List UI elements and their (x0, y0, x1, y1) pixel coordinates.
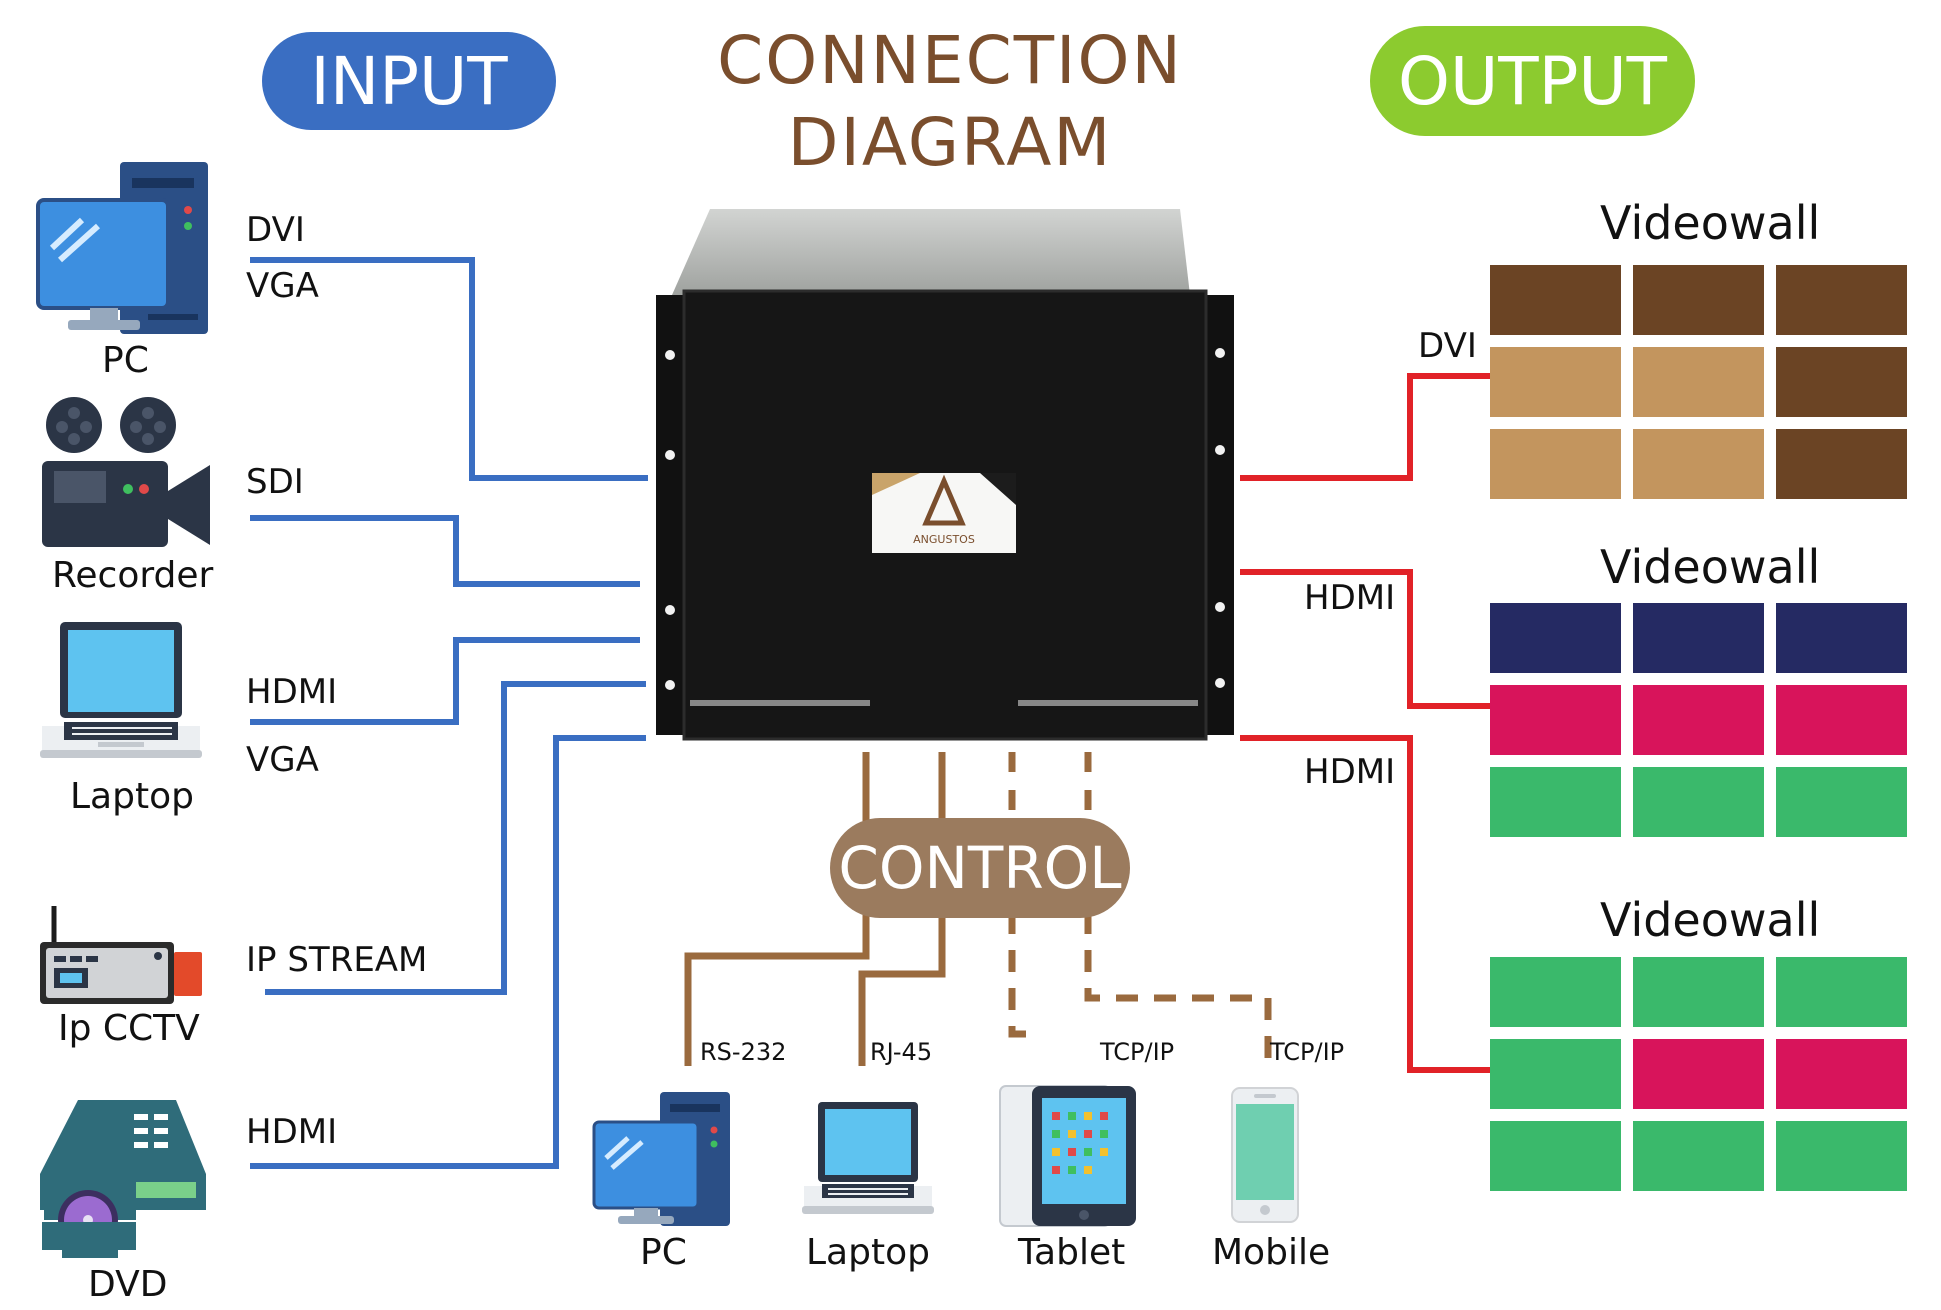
video-wall-processor: ANGUSTOS (656, 209, 1234, 741)
control-laptop-icon (802, 1102, 934, 1214)
processor-rack-holes (665, 348, 1225, 690)
control-label: CONTROL (838, 834, 1122, 902)
control-device-pc: PC (640, 1232, 687, 1273)
diagram-title-line1: CONNECTION (717, 22, 1183, 99)
control-protocol-laptop: RJ-45 (870, 1038, 933, 1066)
input-line-recorder (250, 515, 640, 587)
control-line-tablet (1008, 912, 1034, 1038)
input-device-laptop: Laptop (70, 776, 194, 817)
videowall-screen (1490, 603, 1621, 673)
input-connector-laptop-2: VGA (246, 740, 319, 780)
videowall-screen (1633, 1121, 1764, 1191)
output-pill: OUTPUT (1370, 26, 1695, 136)
processor-top-panel (672, 209, 1190, 295)
videowall-screen (1776, 1121, 1907, 1191)
videowall-screen (1776, 347, 1907, 417)
videowall-screen (1633, 957, 1764, 1027)
videowall-1 (1490, 265, 1907, 499)
control-pc-icon (592, 1092, 730, 1226)
control-device-tablet: Tablet (1018, 1232, 1126, 1273)
videowall-screen (1490, 429, 1621, 499)
videowall-screen (1776, 685, 1907, 755)
input-line-ipcctv (265, 681, 646, 995)
input-pill: INPUT (262, 32, 556, 130)
output-connector-3: HDMI (1304, 752, 1396, 792)
output-lines (1240, 373, 1490, 1073)
input-line-laptop (250, 637, 640, 725)
input-connector-laptop-1: HDMI (246, 672, 338, 712)
processor-vent-right (1018, 700, 1198, 706)
videowall-screen (1490, 685, 1621, 755)
videowall-3-title: Videowall (1600, 893, 1821, 947)
input-connector-recorder: SDI (246, 462, 304, 502)
videowall-screen (1776, 265, 1907, 335)
videowall-screen (1776, 603, 1907, 673)
input-line-pc (250, 257, 648, 481)
input-device-recorder: Recorder (52, 555, 214, 596)
input-label: INPUT (310, 42, 508, 120)
input-connector-ip-cctv: IP STREAM (246, 940, 428, 980)
control-tablet-icon (999, 1085, 1136, 1227)
input-device-ip-cctv: Ip CCTV (58, 1008, 200, 1049)
videowall-screen (1776, 957, 1907, 1027)
control-protocol-tablet: TCP/IP (1100, 1038, 1175, 1066)
control-pill: CONTROL (830, 818, 1130, 918)
input-lines (250, 257, 648, 1169)
processor-logo-text: ANGUSTOS (913, 533, 975, 546)
input-line-dvd (250, 735, 646, 1169)
input-connector-pc-1: DVI (246, 210, 305, 250)
input-laptop-icon (40, 622, 202, 758)
output-connector-2: HDMI (1304, 578, 1396, 618)
control-line-laptop (858, 912, 946, 1066)
control-mobile-phone-icon (1231, 1087, 1299, 1223)
videowall-screen (1490, 957, 1621, 1027)
control-line-pc (684, 912, 870, 1066)
videowall-screen (1633, 265, 1764, 335)
videowall-screen (1776, 429, 1907, 499)
input-device-dvd: DVD (88, 1264, 168, 1305)
input-dvd-player-icon (40, 1100, 206, 1258)
control-device-laptop: Laptop (806, 1232, 930, 1273)
videowall-screen (1633, 603, 1764, 673)
input-recorder-icon (42, 397, 210, 547)
processor-logo: ANGUSTOS (872, 473, 1016, 553)
output-line-2 (1240, 569, 1490, 709)
output-line-1 (1240, 373, 1490, 481)
videowall-screen (1633, 767, 1764, 837)
videowall-screen (1633, 429, 1764, 499)
videowall-screen (1633, 347, 1764, 417)
input-pc-icon (36, 162, 208, 334)
videowall-screen (1776, 767, 1907, 837)
videowall-screen (1490, 1121, 1621, 1191)
tablet-app-grid (1052, 1112, 1108, 1174)
control-protocol-pc: RS-232 (700, 1038, 787, 1066)
diagram-title-line2: DIAGRAM (787, 104, 1113, 181)
videowall-screen (1633, 685, 1764, 755)
videowall-3 (1490, 957, 1907, 1191)
processor-vent-left (690, 700, 870, 706)
control-line-mobile (1084, 912, 1272, 1066)
videowall-1-title: Videowall (1600, 196, 1821, 250)
output-line-3 (1240, 735, 1490, 1073)
videowall-screen (1776, 1039, 1907, 1109)
control-device-mobile: Mobile (1212, 1232, 1331, 1273)
videowall-2 (1490, 603, 1907, 837)
output-label: OUTPUT (1398, 42, 1667, 120)
input-connector-pc-2: VGA (246, 266, 319, 306)
diagram-title: CONNECTION DIAGRAM (640, 20, 1260, 184)
videowall-screen (1633, 1039, 1764, 1109)
videowall-screen (1490, 767, 1621, 837)
input-device-pc: PC (102, 340, 149, 381)
control-lines (684, 752, 1272, 1066)
videowall-2-title: Videowall (1600, 540, 1821, 594)
videowall-screen (1490, 265, 1621, 335)
videowall-screen (1490, 1039, 1621, 1109)
output-connector-1: DVI (1418, 326, 1477, 366)
input-connector-dvd: HDMI (246, 1112, 338, 1152)
videowall-screen (1490, 347, 1621, 417)
control-protocol-mobile: TCP/IP (1270, 1038, 1345, 1066)
input-ip-cctv-icon (40, 906, 202, 1004)
